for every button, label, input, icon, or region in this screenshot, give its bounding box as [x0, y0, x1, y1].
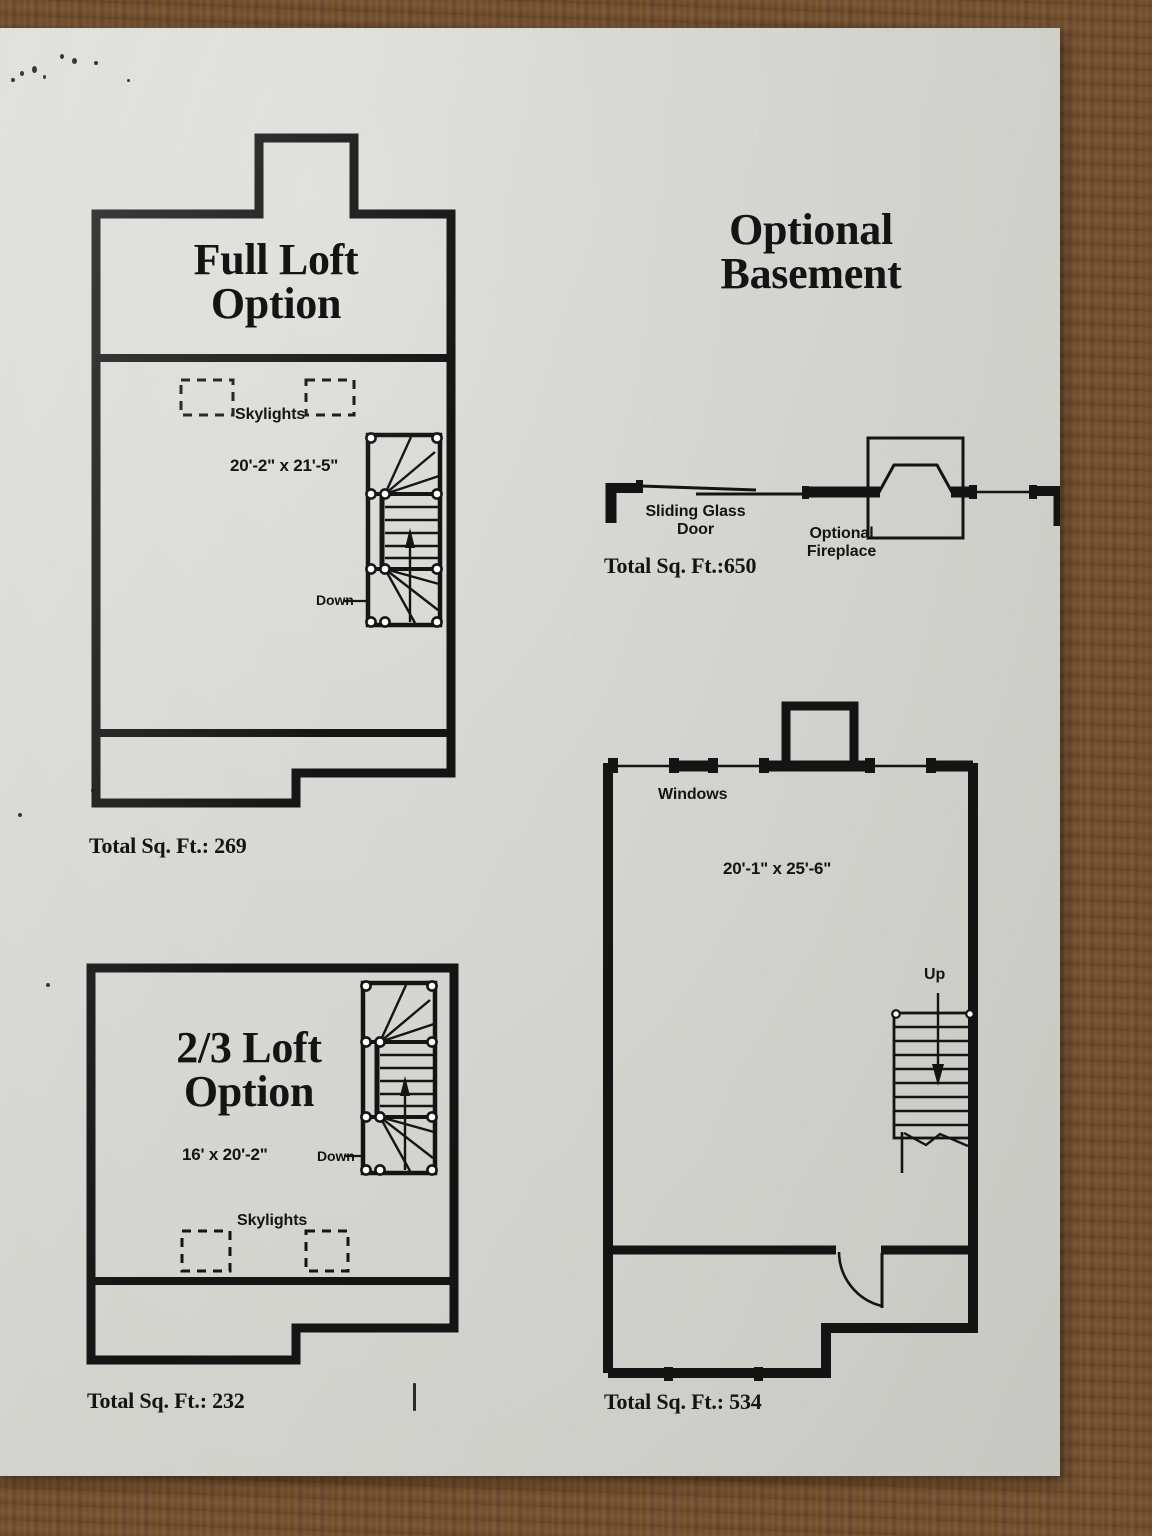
- full-loft-dimension: 20'-2" x 21'-5": [230, 456, 339, 475]
- basement-top-wall-windows: [608, 758, 973, 773]
- paper-speck: [43, 75, 46, 79]
- optional-basement-title: Optional Basement: [720, 205, 902, 298]
- paper-speck: [20, 71, 24, 76]
- full-loft-plan-outline: [91, 133, 456, 808]
- optional-fireplace-label: Optional Fireplace: [806, 525, 877, 561]
- two-thirds-loft-skylights: [180, 1229, 350, 1273]
- two-thirds-loft-skylights-label: Skylights: [237, 1212, 308, 1229]
- paper-speck: [94, 61, 98, 65]
- paper-sheet: Full Loft Option Skylights 20'-2" x 21'-…: [0, 28, 1060, 1476]
- basement-up-label: Up: [924, 966, 946, 983]
- paper-speck: [18, 813, 22, 817]
- full-loft-skylights-label: Skylights: [235, 406, 306, 423]
- full-loft-stair: [366, 433, 441, 626]
- pen-mark: [413, 1383, 416, 1411]
- basement-windows-label: Windows: [658, 786, 728, 803]
- basement-plan-outline: [603, 701, 978, 1378]
- paper-speck: [72, 58, 77, 64]
- floor-plan-linework: [86, 133, 1060, 1381]
- two-thirds-loft-plan-outline: [86, 963, 459, 1365]
- full-loft-down-label: Down: [316, 592, 354, 608]
- paper-speck: [91, 788, 95, 793]
- basement-bottom-window: [664, 1367, 763, 1381]
- paper-speck: [11, 78, 15, 82]
- paper-speck: [46, 983, 50, 987]
- sliding-glass-door-label: Sliding Glass Door: [645, 503, 746, 539]
- paper-speck: [60, 54, 64, 59]
- full-loft-skylights: [179, 378, 356, 417]
- basement-detail-total-sqft: Total Sq. Ft.:650: [604, 553, 757, 578]
- full-loft-total-sqft: Total Sq. Ft.: 269: [89, 833, 247, 858]
- basement-detail-wall: [605, 436, 1060, 540]
- basement-total-sqft: Total Sq. Ft.: 534: [604, 1389, 762, 1414]
- two-thirds-loft-title: 2/3 Loft Option: [176, 1023, 322, 1116]
- two-thirds-loft-down-label: Down: [317, 1148, 355, 1164]
- basement-dimension: 20'-1" x 25'-6": [723, 859, 832, 878]
- two-thirds-loft-total-sqft: Total Sq. Ft.: 232: [87, 1388, 245, 1413]
- paper-speck: [127, 79, 130, 82]
- full-loft-title: Full Loft Option: [193, 235, 359, 328]
- two-thirds-loft-dimension: 16' x 20'-2": [182, 1145, 268, 1164]
- paper-speck: [32, 66, 37, 73]
- basement-stair: [891, 993, 975, 1173]
